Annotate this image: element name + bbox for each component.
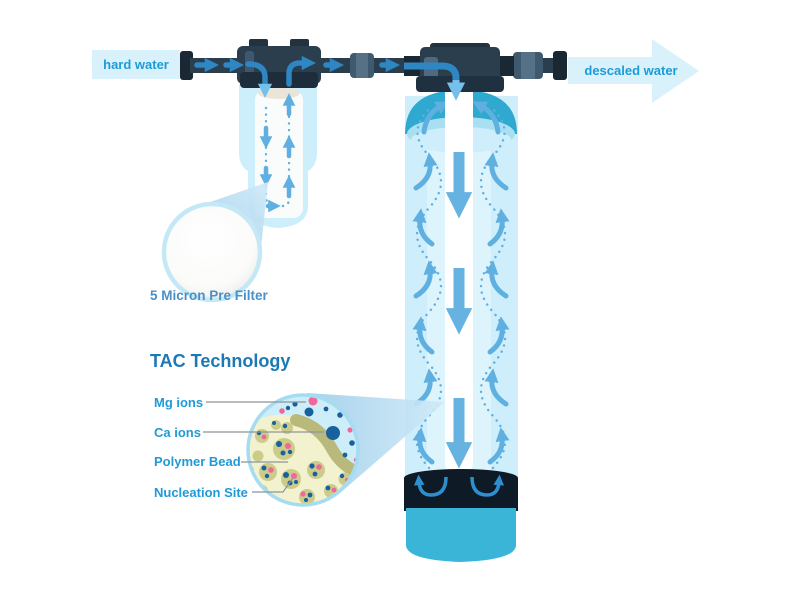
filter-head — [237, 39, 321, 88]
pipe-coupling-2-band — [521, 52, 535, 79]
filter-head-flange — [240, 72, 318, 88]
pipe-flow-arrows — [194, 55, 466, 101]
descaled-water-arrow-icon — [568, 39, 699, 103]
callout-leader-lines — [203, 401, 324, 493]
tank-base — [406, 508, 516, 562]
flow-io: hard water descaled water — [92, 39, 699, 103]
tac-callout: TAC Technology — [150, 351, 445, 507]
tank-head — [404, 43, 514, 92]
tac-tank — [404, 90, 518, 562]
callout-polymer-bead: Polymer Bead — [154, 454, 241, 469]
tac-media-ridge — [290, 414, 358, 479]
pre-filter-callout: 5 Micron Pre Filter — [150, 182, 269, 303]
pre-filter-caption: 5 Micron Pre Filter — [150, 288, 269, 303]
filter-dotted-flow — [264, 94, 291, 208]
tank-bottom-turn-arrows — [414, 474, 504, 497]
pipe-coupling-1-band — [356, 53, 368, 78]
descaled-water-label: descaled water — [584, 63, 677, 78]
pipe-end-cap-right — [553, 51, 567, 80]
callout-mg-ions: Mg ions — [154, 395, 203, 410]
tank-head-flange — [416, 76, 504, 92]
tank-upflow-arrows — [412, 101, 510, 465]
pipe-end-cap-left — [180, 51, 193, 80]
tank-highlight-stripe-left — [427, 150, 445, 476]
nucleation-site-leader — [252, 477, 294, 493]
pipe-assembly — [180, 39, 567, 101]
tac-magnifier-rim — [246, 393, 360, 507]
filter-flow-arrows — [259, 93, 296, 213]
tank-highlight-stripe-right — [473, 150, 491, 476]
mg-ion-dot — [308, 396, 318, 406]
hard-water-label: hard water — [103, 57, 169, 72]
callout-nucleation-site: Nucleation Site — [154, 485, 248, 500]
filter-media-magnifier-circle — [161, 201, 263, 303]
hard-water-badge — [92, 50, 180, 79]
tac-heading: TAC Technology — [150, 351, 290, 371]
tank-bottom-cap — [404, 478, 518, 511]
callout-ca-ions: Ca ions — [154, 425, 201, 440]
ca-ion-dot — [326, 426, 340, 440]
